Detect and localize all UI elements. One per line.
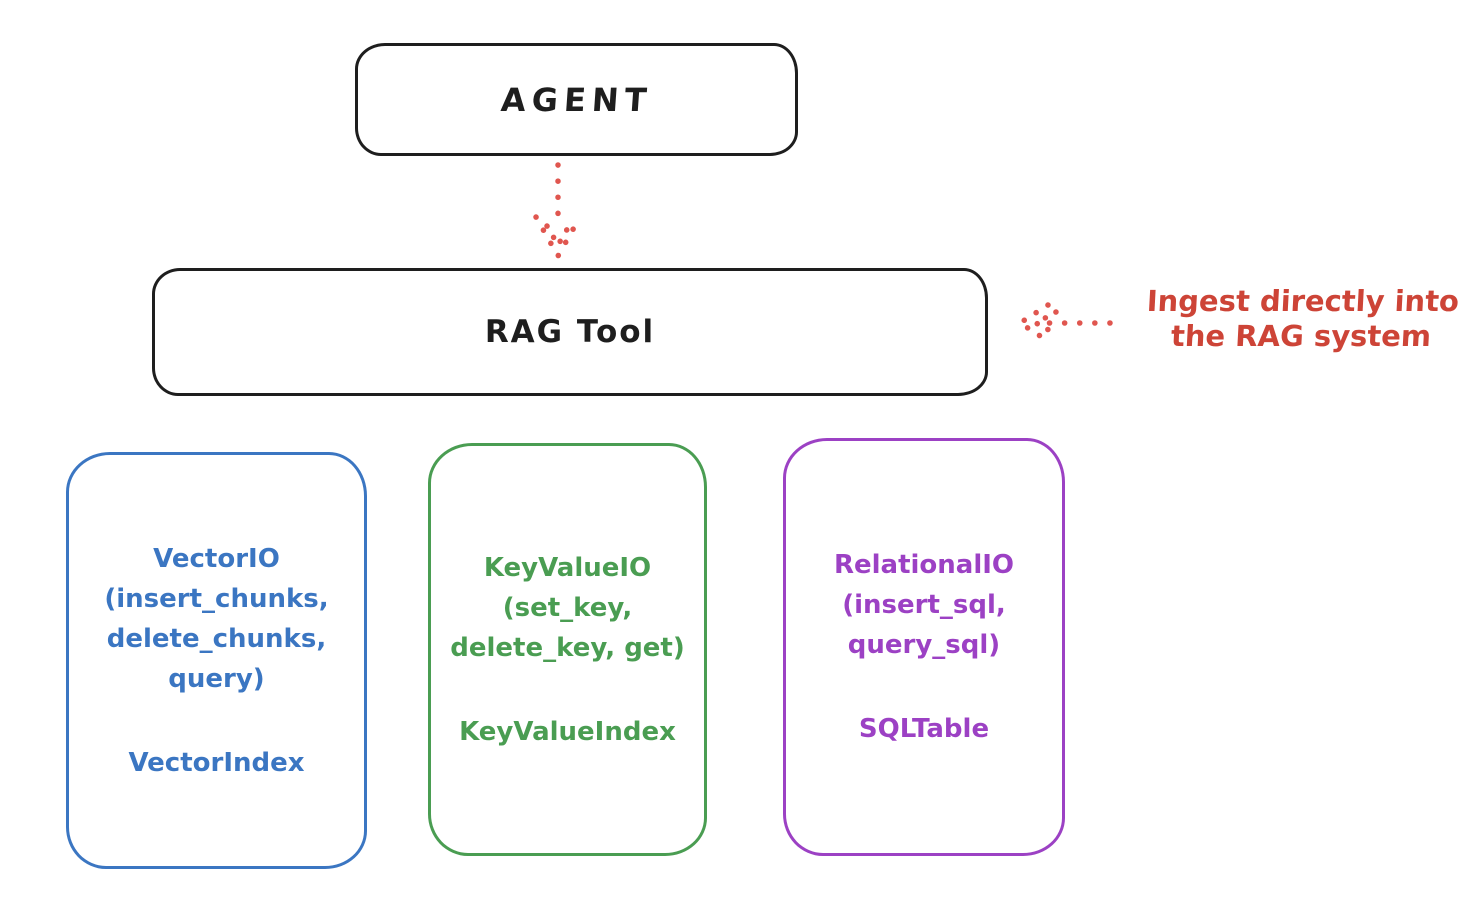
store-card-relational: RelationalIO (insert_sql, query_sql) SQLTa…: [783, 438, 1065, 856]
text-line: query): [168, 663, 265, 694]
text-line: RelationalIO: [833, 550, 1015, 580]
text-line: (set_key,: [502, 592, 633, 623]
text-line: the RAG system: [1170, 319, 1433, 353]
store-vector-primary-text: VectorIO (insert_chunks, delete_chunks,que…: [104, 539, 328, 699]
rag-tool-label: RAG Tool: [484, 314, 656, 350]
rag-tool-node: RAG Tool: [152, 268, 988, 396]
dotted-down-arrow-icon: [533, 162, 583, 259]
text-line: Ingest directly into: [1145, 284, 1460, 318]
store-relational-index-label: SQLTable: [858, 714, 990, 744]
store-relational-primary-text: RelationalIO (insert_sql, query_sql): [834, 545, 1014, 665]
store-keyvalue-index-label: KeyValueIndex: [459, 716, 676, 747]
dotted-left-arrow-icon: [1017, 302, 1113, 344]
store-card-keyvalue: KeyValueIO (set_key, delete_key, get) KeyV…: [428, 443, 707, 856]
text-line: KeyValueIO: [483, 552, 652, 583]
store-keyvalue-primary-text: KeyValueIO (set_key, delete_key, get): [450, 548, 685, 668]
text-line: (insert_chunks,: [104, 583, 329, 614]
text-line: delete_chunks,: [106, 623, 327, 654]
agent-label: AGENT: [499, 80, 654, 119]
store-vector-index-label: VectorIndex: [128, 747, 305, 778]
store-card-vector: VectorIO (insert_chunks, delete_chunks,que…: [66, 452, 367, 869]
text-line: query_sql): [847, 630, 1001, 660]
agent-node: AGENT: [355, 43, 798, 156]
text-line: (insert_sql,: [842, 590, 1006, 620]
text-line: VectorIO: [153, 543, 280, 574]
text-line: delete_key, get): [450, 632, 685, 663]
